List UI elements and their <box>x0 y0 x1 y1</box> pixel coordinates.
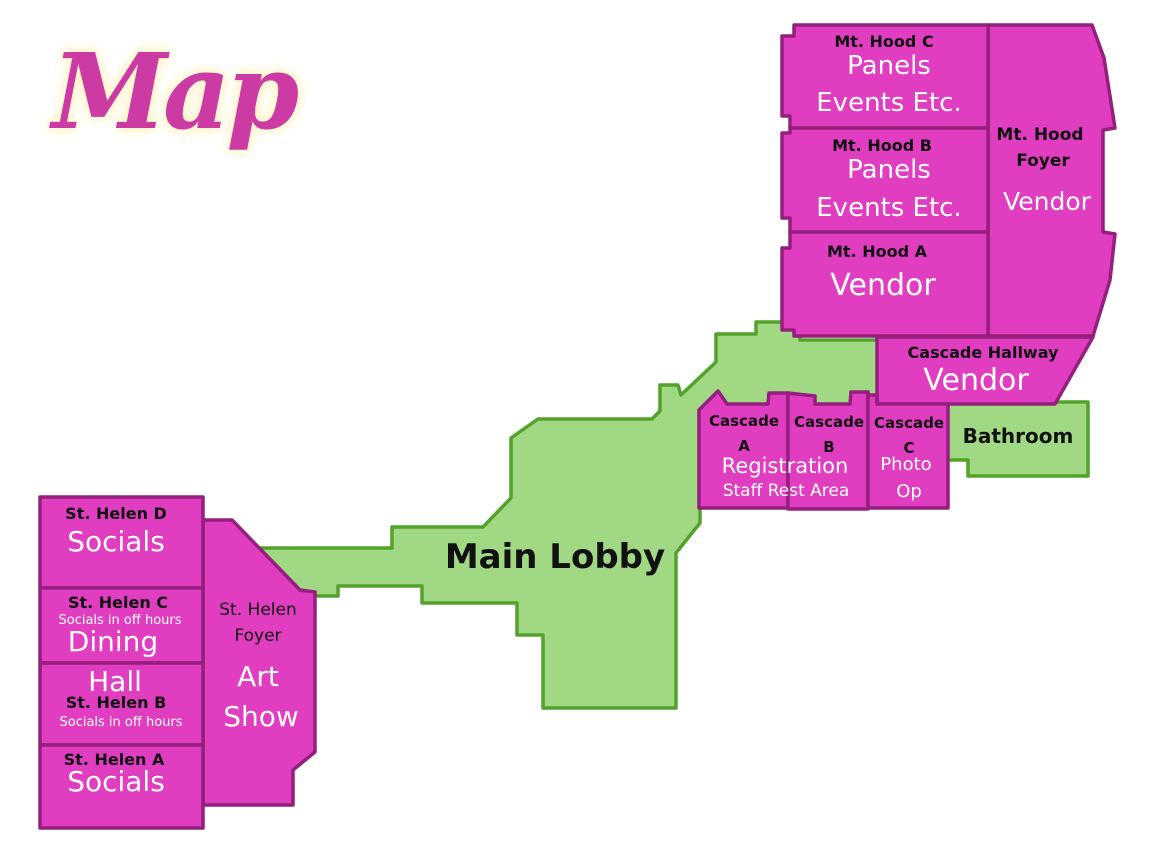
st-helen-d-use: Socials <box>67 525 165 558</box>
cascade-ab-use-1: Registration <box>721 454 849 478</box>
st-helen-c-label: St. Helen C <box>67 593 169 612</box>
cascade-b-area[interactable] <box>786 390 870 511</box>
st-helen-b-label: St. Helen B <box>65 693 167 712</box>
cascade-hallway-use: Vendor <box>923 363 1029 398</box>
mt-hood-foyer-label-1: Mt. Hood <box>996 125 1084 145</box>
mt-hood-c-area[interactable] <box>780 23 990 130</box>
cascade-a-label-1: Cascade <box>709 412 779 430</box>
mt-hood-b-use-1: Panels <box>847 155 931 185</box>
mt-hood-c-use-2: Events Etc. <box>816 88 962 118</box>
st-helen-b-note: Socials in off hours <box>59 715 183 730</box>
mt-hood-a-use: Vendor <box>830 268 936 303</box>
st-helen-foyer-area[interactable] <box>201 518 317 807</box>
cascade-a-area[interactable] <box>697 389 790 510</box>
st-helen-foyer-label-2: Foyer <box>234 626 282 646</box>
cascade-ab-use-2: Staff Rest Area <box>722 481 850 501</box>
cascade-b-label-2: B <box>823 438 835 456</box>
mt-hood-b-label: Mt. Hood B <box>832 136 932 155</box>
st-helen-foyer-use-1: Art <box>237 660 279 693</box>
st-helen-foyer-use-2: Show <box>223 700 299 733</box>
cascade-b-label-1: Cascade <box>794 413 864 431</box>
cascade-a-label-2: A <box>738 437 750 455</box>
cascade-c-use-1: Photo <box>880 454 932 475</box>
cascade-c-label-2: C <box>903 439 915 457</box>
st-helen-a-area[interactable] <box>38 743 205 830</box>
mt-hood-a-area[interactable] <box>780 230 990 338</box>
mt-hood-foyer-label-2: Foyer <box>1016 151 1070 171</box>
st-helen-c-note: Socials in off hours <box>58 613 182 628</box>
mt-hood-b-area[interactable] <box>780 126 990 234</box>
st-helen-d-label: St. Helen D <box>65 504 167 523</box>
main-lobby-label: Main Lobby <box>444 537 666 577</box>
st-helen-a-use: Socials <box>67 765 165 798</box>
cascade-c-area[interactable] <box>866 393 950 510</box>
mt-hood-c-use-1: Panels <box>847 51 931 81</box>
st-helen-c-area[interactable] <box>38 586 205 665</box>
dining-hall-line1: Dining <box>67 625 159 658</box>
st-helen-d-area[interactable] <box>38 495 205 590</box>
cascade-c-label-1: Cascade <box>874 414 944 432</box>
cascade-c-use-2: Op <box>896 481 922 502</box>
dining-hall-line2: Hall <box>88 665 142 698</box>
mt-hood-a-label: Mt. Hood A <box>827 242 927 261</box>
cascade-hallway-area[interactable] <box>875 335 1095 406</box>
mt-hood-foyer-use: Vendor <box>1003 187 1091 216</box>
cascade-hallway-label: Cascade Hallway <box>907 343 1059 362</box>
mt-hood-c-label: Mt. Hood C <box>834 32 934 51</box>
st-helen-a-label: St. Helen A <box>63 750 165 769</box>
map-title: Map <box>52 30 299 153</box>
bathroom-label: Bathroom <box>962 424 1074 448</box>
st-helen-foyer-label-1: St. Helen <box>219 600 297 620</box>
mt-hood-b-use-2: Events Etc. <box>816 193 962 223</box>
mt-hood-foyer-area[interactable] <box>986 23 1117 338</box>
